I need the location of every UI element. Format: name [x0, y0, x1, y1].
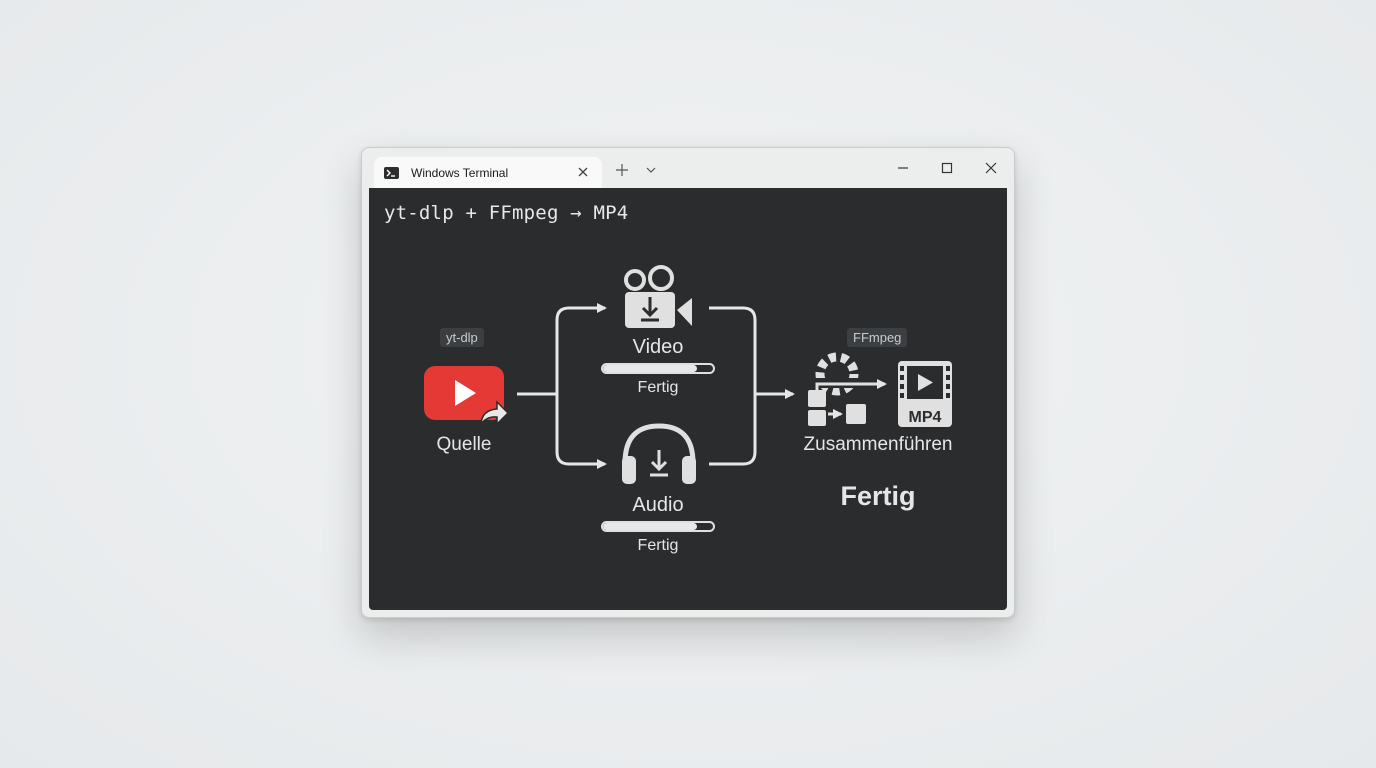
connector-from-audio [709, 394, 757, 466]
merge-label: Zusammenführen [803, 434, 953, 455]
close-icon[interactable] [979, 158, 1003, 178]
flow-diagram: MP4 [424, 265, 952, 484]
terminal-window: Windows Terminal yt-dlp + FFmpeg → MP4 [361, 147, 1015, 618]
command-line: yt-dlp + FFmpeg → MP4 [384, 202, 629, 224]
connector-to-video [555, 303, 607, 394]
mp4-file-icon [898, 361, 952, 427]
terminal-pane[interactable]: yt-dlp + FFmpeg → MP4 [369, 188, 1007, 610]
merge-status: Fertig [840, 481, 916, 511]
video-label: Video [632, 336, 684, 358]
mp4-badge: MP4 [909, 409, 942, 426]
minimize-icon[interactable] [891, 158, 915, 178]
close-icon[interactable] [576, 165, 590, 179]
video-progress-bar [601, 363, 715, 374]
audio-status: Fertig [637, 537, 679, 554]
title-bar[interactable]: Windows Terminal [362, 148, 1014, 188]
tab-title: Windows Terminal [411, 165, 509, 180]
video-status: Fertig [637, 379, 679, 396]
connector-from-video [709, 306, 757, 394]
terminal-icon [384, 166, 399, 179]
source-label: Quelle [436, 434, 492, 455]
tab-windows-terminal[interactable]: Windows Terminal [374, 157, 602, 188]
gear-merge-icon [805, 352, 887, 426]
headphones-download-icon [622, 423, 696, 484]
audio-progress-fill [603, 523, 697, 530]
tool-badge-yt-dlp: yt-dlp [440, 328, 484, 347]
youtube-play-icon [424, 366, 510, 427]
maximize-icon[interactable] [935, 158, 959, 178]
audio-progress-bar [601, 521, 715, 532]
tool-badge-ffmpeg: FFmpeg [847, 328, 908, 347]
chevron-down-icon[interactable] [643, 162, 659, 178]
audio-label: Audio [632, 494, 684, 516]
video-progress-fill [603, 365, 697, 372]
plus-icon[interactable] [614, 162, 630, 178]
connector-to-audio [555, 394, 607, 469]
video-camera-download-icon [624, 265, 692, 328]
